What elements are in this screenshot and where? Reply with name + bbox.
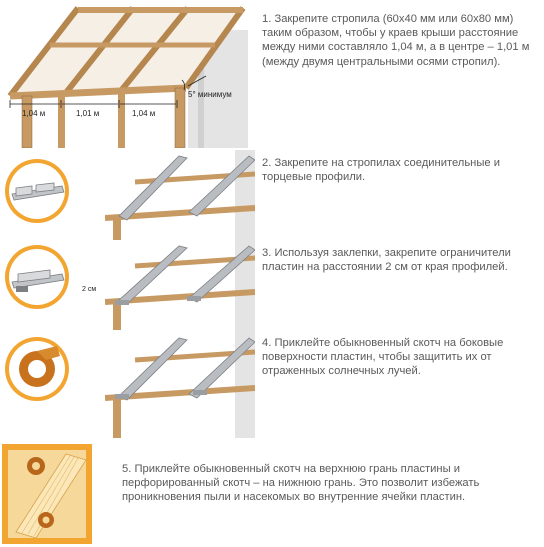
step-2: 2. Закрепите на стропилах соединительные… xyxy=(0,150,544,240)
step-1: 1,04 м 1,01 м 1,04 м 5° минимум 1. Закре… xyxy=(0,0,544,150)
step-5: 5. Приклейте обыкновенный скотч на верхн… xyxy=(0,440,544,547)
limiter-mounting-illustration xyxy=(105,240,255,330)
step-4-text: 4. Приклейте обыкновенный скотч на боков… xyxy=(262,337,504,378)
tape-on-panel-icon xyxy=(2,444,92,544)
profile-mounting-illustration xyxy=(105,150,255,240)
span-right-label: 1,04 м xyxy=(132,109,155,118)
step-3-text: 3. Используя заклепки, закрепите огранич… xyxy=(262,247,511,274)
rivet-limiter-icon xyxy=(5,245,69,309)
span-left-label: 1,04 м xyxy=(22,109,45,118)
tape-sides-illustration xyxy=(105,330,255,438)
step-1-text: 1. Закрепите стропила (60х40 мм или 60х8… xyxy=(262,13,530,68)
tape-roll-icon xyxy=(5,337,69,401)
step-3: 2 см 3. Используя заклепки, закрепите ог… xyxy=(0,240,544,330)
step-2-text: 2. Закрепите на стропилах соединительные… xyxy=(262,157,500,184)
rafter-frame-illustration: 1,04 м 1,01 м 1,04 м 5° минимум xyxy=(7,6,248,148)
slope-label: 5° минимум xyxy=(188,90,232,99)
step-4: 4. Приклейте обыкновенный скотч на боков… xyxy=(0,330,544,440)
span-center-label: 1,01 м xyxy=(76,109,99,118)
profile-cross-section-icon xyxy=(5,159,69,223)
step-5-text: 5. Приклейте обыкновенный скотч на верхн… xyxy=(122,463,480,504)
gap-label: 2 см xyxy=(82,286,97,293)
